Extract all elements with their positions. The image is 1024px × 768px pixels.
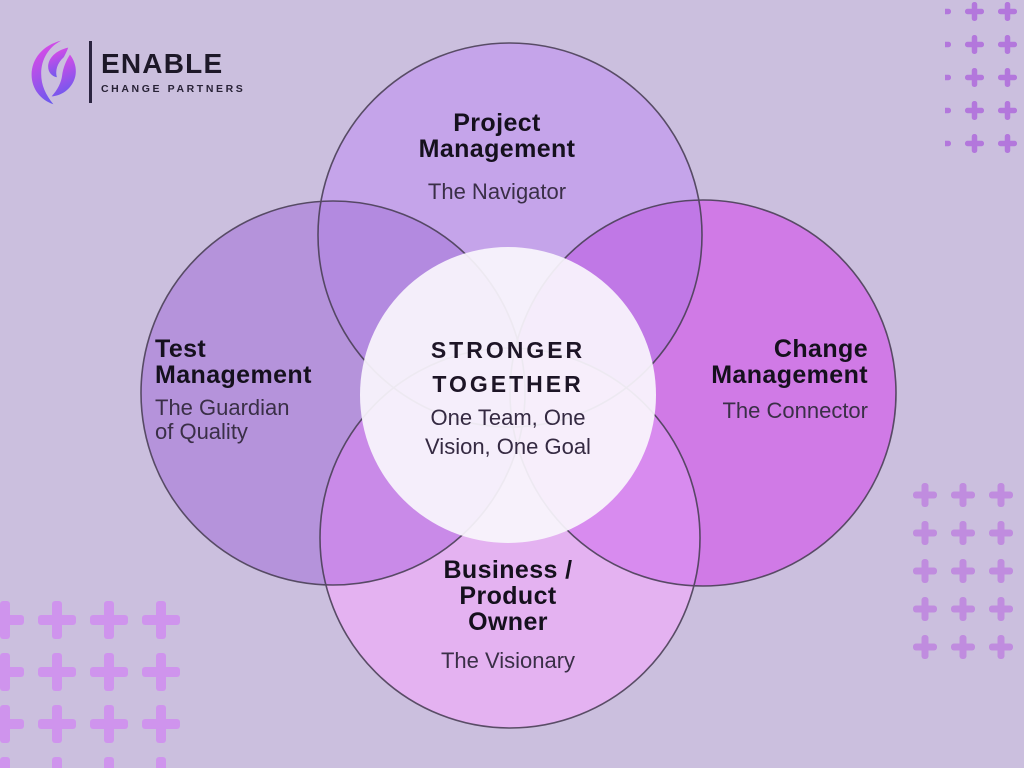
- project-management-title: Project Management: [418, 109, 576, 163]
- logo-mark-icon: [31, 40, 76, 105]
- logo-divider: [89, 41, 92, 103]
- business-product-owner-subtitle: The Visionary: [440, 648, 576, 673]
- test-management-title: Test Management: [155, 335, 312, 389]
- center-title: STRONGER TOGETHER: [430, 337, 586, 397]
- logo: ENABLE CHANGE PARTNERS: [28, 38, 245, 106]
- project-management-subtitle: The Navigator: [427, 179, 567, 204]
- brand-tagline: CHANGE PARTNERS: [101, 82, 246, 95]
- plus-pattern-bottom-left: [0, 596, 186, 768]
- change-management-subtitle: The Connector: [722, 398, 868, 423]
- plus-pattern-top-right: [945, 0, 1024, 164]
- center-subtitle: One Team, One Vision, One Goal: [425, 405, 591, 459]
- business-product-owner-title: Business / Product Owner: [443, 556, 573, 636]
- test-management-subtitle: The Guardian of Quality: [155, 395, 290, 444]
- brand-name: ENABLE: [101, 47, 224, 79]
- change-management-title: Change Management: [711, 335, 868, 389]
- logo-text: ENABLE CHANGE PARTNERS: [101, 47, 246, 95]
- center-circle: [360, 247, 656, 543]
- plus-pattern-bottom-right: [906, 477, 1024, 663]
